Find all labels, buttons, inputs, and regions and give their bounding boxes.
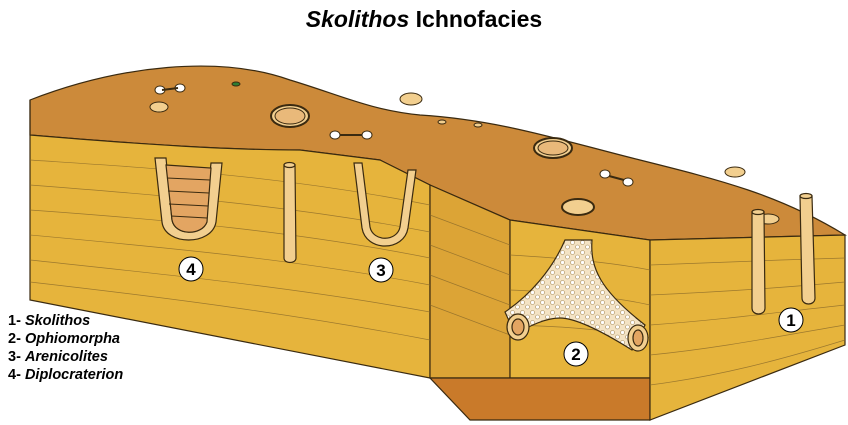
legend-name: Skolithos bbox=[25, 313, 90, 329]
legend-number: 4- bbox=[8, 367, 21, 383]
legend-item-ophiomorpha: 2- Ophiomorpha bbox=[8, 330, 123, 348]
legend-number: 1- bbox=[8, 313, 21, 329]
marker-2: 2 bbox=[564, 342, 588, 366]
legend-name: Arenicolites bbox=[25, 349, 108, 365]
diplocraterion-burrow bbox=[155, 158, 222, 240]
legend-name: Ophiomorpha bbox=[25, 331, 120, 347]
svg-text:3: 3 bbox=[376, 261, 385, 280]
legend-item-arenicolites: 3- Arenicolites bbox=[8, 348, 123, 366]
legend-name: Diplocraterion bbox=[25, 367, 123, 383]
marker-3: 3 bbox=[369, 258, 393, 282]
legend-number: 3- bbox=[8, 349, 21, 365]
legend-item-diplocraterion: 4- Diplocraterion bbox=[8, 366, 123, 384]
legend-item-skolithos: 1- Skolithos bbox=[8, 312, 123, 330]
svg-text:2: 2 bbox=[571, 345, 580, 364]
svg-text:4: 4 bbox=[186, 260, 196, 279]
marker-4: 4 bbox=[179, 257, 203, 281]
front-face-right bbox=[650, 235, 845, 420]
svg-text:1: 1 bbox=[786, 311, 795, 330]
pit-floor bbox=[430, 378, 650, 420]
legend-number: 2- bbox=[8, 331, 21, 347]
legend: 1- Skolithos 2- Ophiomorpha 3- Arenicoli… bbox=[8, 312, 123, 384]
marker-1: 1 bbox=[779, 308, 803, 332]
